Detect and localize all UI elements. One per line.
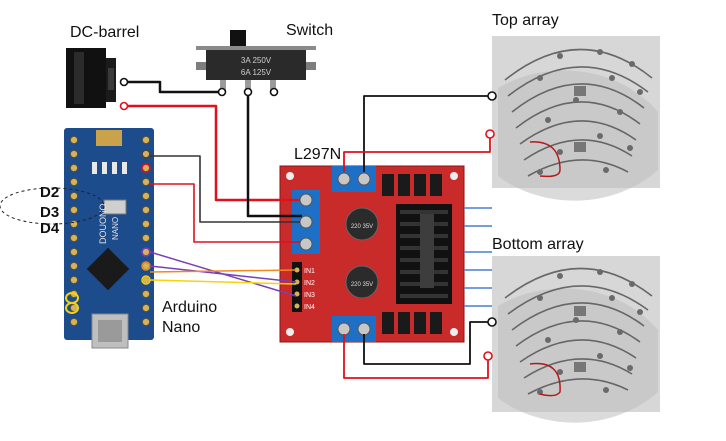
- wire-in-yellow: [149, 279, 297, 285]
- arduino-label-line1: Arduino: [162, 299, 218, 316]
- bottom-array-label: Bottom array: [492, 236, 584, 253]
- arduino-nano-board: DOUONO NANO: [64, 128, 154, 349]
- input-header: [292, 262, 302, 312]
- d2-d3-loop: [0, 187, 105, 225]
- wires: [124, 80, 561, 397]
- nano-pcb: [64, 128, 154, 340]
- bottom-array: [492, 256, 660, 423]
- d3-pin-label: D3: [40, 204, 60, 221]
- wire-in-purple-b: [149, 265, 297, 283]
- wire-barrel-vin-to-driver: [124, 104, 300, 202]
- switch-body: [206, 50, 306, 80]
- wire-top-array-red: [343, 134, 491, 172]
- l297n-driver-board: 220 35V 220 35V IN1 IN2 IN3 IN4: [279, 165, 465, 343]
- dc-barrel-body: [66, 48, 106, 108]
- switch-rating-line2: 6A 125V: [241, 68, 272, 77]
- arduino-label-line2: Nano: [162, 319, 201, 336]
- d2-pin-label: D2: [40, 184, 60, 201]
- switch-rating-line1: 3A 250V: [241, 56, 272, 65]
- top-array-label: Top array: [492, 12, 559, 29]
- top-array: [492, 36, 660, 201]
- wire-nano-5v: [150, 183, 300, 243]
- in4-label: IN4: [304, 304, 315, 311]
- wire-bottom-array-black: [363, 321, 492, 365]
- driver-cap-text-2: 220 35V: [351, 282, 373, 288]
- slide-switch: 3A 250V 6A 125V: [196, 30, 316, 92]
- driver-cap-text-1: 220 35V: [351, 224, 373, 230]
- wire-top-array-black: [363, 95, 492, 172]
- l297n-label: L297N: [294, 146, 342, 163]
- wire-bottom-array-red: [343, 334, 489, 379]
- nano-sub-text: NANO: [111, 217, 120, 240]
- nano-model-text: DOUONO: [98, 204, 108, 245]
- wire-barrel-gnd-to-switch: [124, 80, 222, 94]
- wire-connectors: [119, 77, 497, 361]
- d4-pin-label: D4: [40, 220, 60, 237]
- dc-barrel-label: DC-barrel: [70, 24, 140, 41]
- dc-barrel-jack: [66, 48, 116, 108]
- wire-nano-gnd: [150, 155, 300, 223]
- driver-output-pins: [464, 207, 492, 307]
- wire-in-orange: [149, 269, 297, 273]
- wire-switch-to-driver: [246, 92, 302, 218]
- nano-mcu-chip: [86, 247, 130, 291]
- in1-label: IN1: [304, 268, 315, 275]
- switch-label: Switch: [286, 22, 334, 39]
- in2-label: IN2: [304, 280, 315, 287]
- in3-label: IN3: [304, 292, 315, 299]
- switch-knob: [230, 30, 246, 48]
